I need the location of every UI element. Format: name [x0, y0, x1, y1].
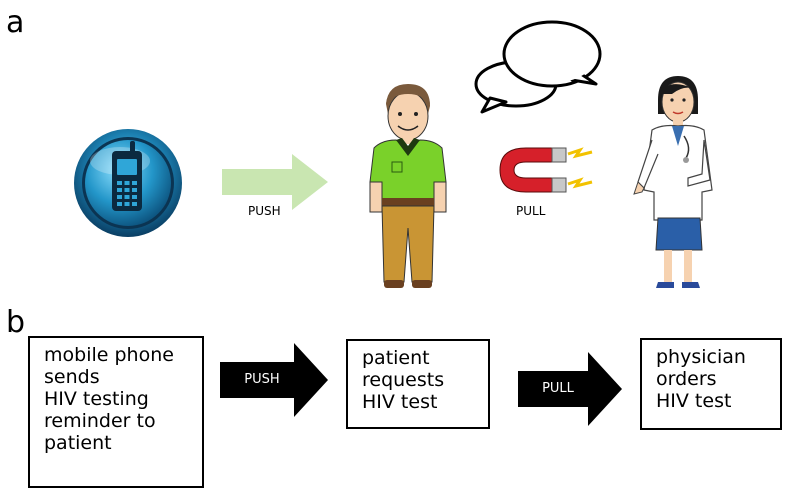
pull-label: PULL — [516, 204, 546, 218]
push-arrow-icon — [222, 154, 328, 210]
magnet-icon — [499, 147, 593, 193]
box3-line: HIV test — [656, 390, 732, 412]
push-arrow-b — [220, 343, 328, 417]
box-patient-requests: patient requests HIV test — [346, 339, 490, 429]
pull-arrow-b — [518, 352, 622, 426]
box2-line: patient — [362, 347, 430, 369]
pull-arrow-label: PULL — [542, 381, 574, 396]
mobile-phone-icon — [74, 129, 182, 237]
box3-line: physician — [656, 346, 746, 368]
speech-bubbles-icon — [474, 20, 602, 114]
box1-line: mobile phone — [44, 344, 174, 366]
panel-a-letter: a — [6, 5, 25, 40]
push-label: PUSH — [248, 204, 281, 218]
box-mobile-phone-reminder: mobile phone sends HIV testing reminder … — [28, 336, 204, 488]
push-arrow-label: PUSH — [244, 372, 280, 387]
box1-line: patient — [44, 432, 112, 454]
box3-line: orders — [656, 368, 717, 390]
patient-figure — [369, 84, 447, 288]
panel-b-letter: b — [6, 305, 26, 340]
box1-line: reminder to — [44, 410, 156, 432]
box-physician-orders: physician orders HIV test — [640, 338, 782, 430]
box1-line: sends — [44, 366, 100, 388]
box2-line: HIV test — [362, 391, 438, 413]
physician-figure — [633, 76, 713, 288]
box1-line: HIV testing — [44, 388, 149, 410]
box2-line: requests — [362, 369, 445, 391]
